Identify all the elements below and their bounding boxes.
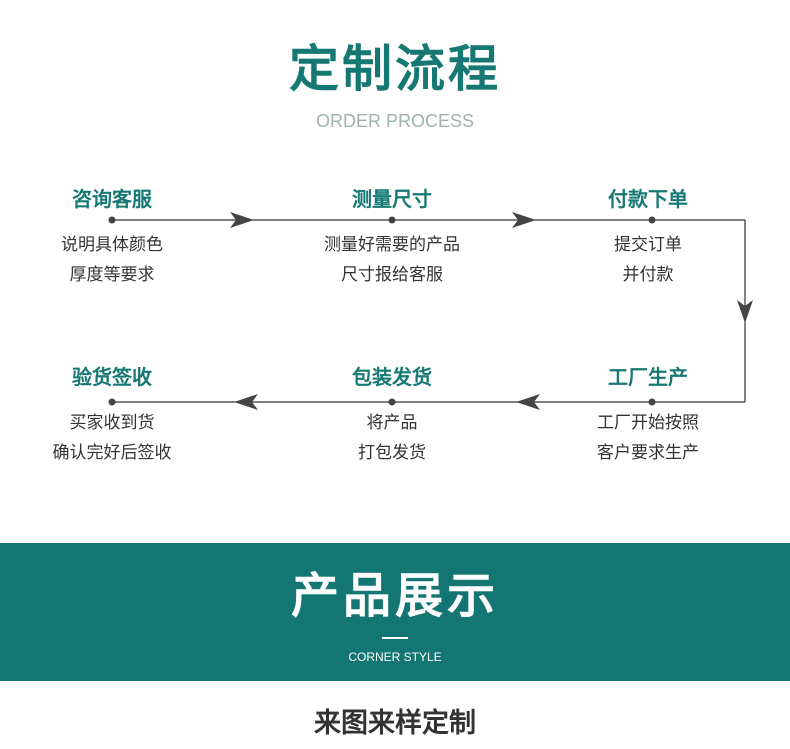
page-subtitle: ORDER PROCESS (315, 111, 475, 131)
step-5-line-2: 打包发货 (358, 443, 426, 463)
step-1-title: 咨询客服 (72, 187, 152, 211)
step-6-line-2: 确认完好后签收 (52, 443, 172, 463)
page-title: 定制流程 (289, 40, 501, 98)
step-5-description: 将产品 打包发货 (282, 408, 502, 468)
step-6-line-1: 买家收到货 (69, 413, 155, 433)
step-3-title: 付款下单 (608, 187, 688, 211)
step-6-description: 买家收到货 确认完好后签收 (2, 408, 222, 468)
step-4-description: 工厂开始按照 客户要求生产 (538, 408, 758, 468)
step-3-line-2: 并付款 (622, 265, 674, 285)
step-4-title: 工厂生产 (608, 365, 688, 389)
arrow-left-icon (234, 394, 258, 410)
step-4-line-1: 工厂开始按照 (597, 413, 699, 433)
step-1-description: 说明具体颜色 厚度等要求 (2, 230, 222, 290)
step-dot (108, 216, 116, 224)
process-flow-diagram (108, 212, 753, 410)
step-5-title: 包装发货 (352, 365, 432, 389)
banner-divider (382, 637, 408, 639)
step-3-description: 提交订单 并付款 (538, 230, 758, 290)
step-2-line-1: 测量好需要的产品 (324, 235, 460, 255)
arrow-down-icon (737, 300, 753, 323)
step-dot (388, 398, 396, 406)
step-2-line-2: 尺寸报给客服 (341, 265, 443, 285)
step-2-title: 测量尺寸 (352, 187, 432, 211)
product-showcase-banner: 产品展示 CORNER STYLE (0, 543, 790, 681)
arrow-right-icon (512, 212, 536, 228)
arrow-left-icon (516, 394, 540, 410)
step-4-line-2: 客户要求生产 (597, 443, 699, 463)
step-1-line-1: 说明具体颜色 (61, 235, 163, 255)
banner-subtitle: CORNER STYLE (348, 650, 442, 664)
step-5-line-1: 将产品 (366, 413, 418, 433)
step-dot (108, 398, 116, 406)
arrow-right-icon (230, 212, 254, 228)
step-3-line-1: 提交订单 (614, 235, 682, 255)
step-1-line-2: 厚度等要求 (69, 265, 155, 285)
section-title: 来图来样定制 (314, 708, 476, 739)
step-dot (648, 216, 656, 224)
step-dot (388, 216, 396, 224)
step-6-title: 验货签收 (72, 365, 152, 389)
step-dot (648, 398, 656, 406)
banner-title: 产品展示 (290, 568, 499, 624)
step-2-description: 测量好需要的产品 尺寸报给客服 (282, 230, 502, 290)
